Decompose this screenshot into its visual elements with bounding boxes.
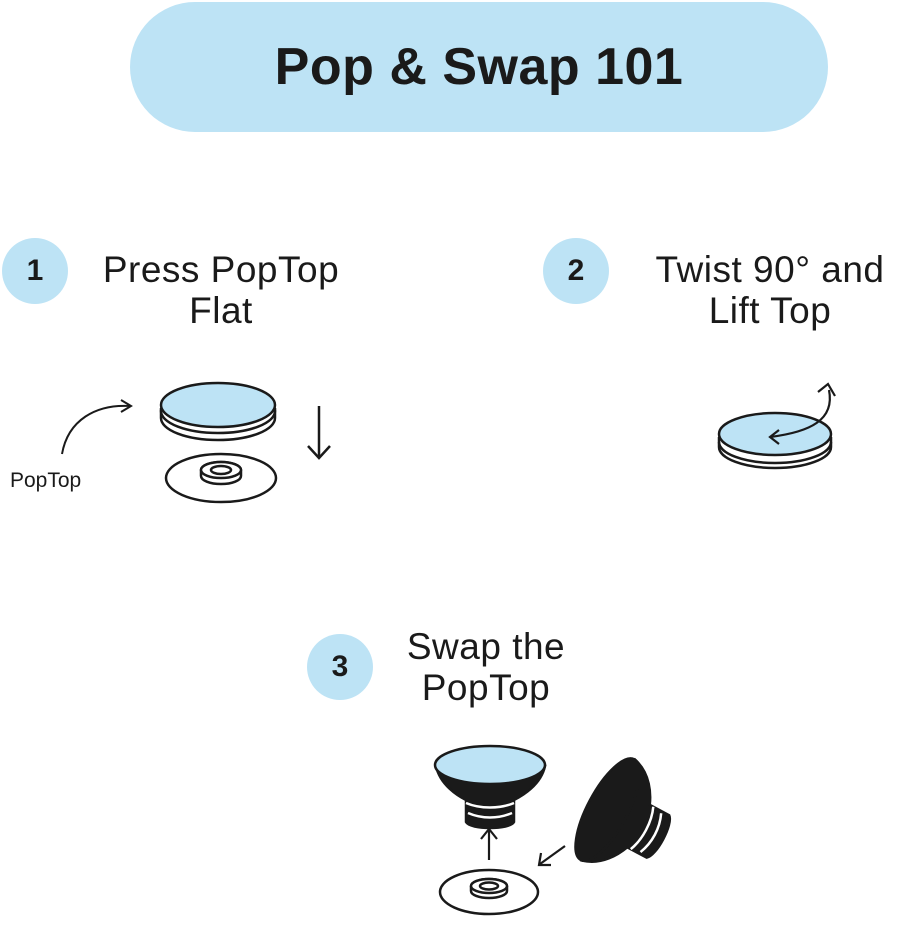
step-1-label: Press PopTop Flat (80, 249, 362, 331)
step-2-number: 2 (567, 254, 585, 287)
step-2-label-line-1: Twist 90° and (655, 249, 885, 290)
curved-arrow-icon (61, 399, 133, 455)
poptop-annotation-label: PopTop (10, 469, 82, 492)
rotate-arrow-icon (768, 382, 836, 445)
step-1-number-badge: 1 (2, 238, 68, 304)
step-1-label-line-2: Flat (189, 290, 253, 331)
down-arrow-icon (307, 406, 331, 460)
step-2-label: Twist 90° and Lift Top (628, 249, 910, 331)
step-3-poptop-blue-illustration (433, 744, 547, 830)
step-3-poptop-black-illustration (574, 757, 672, 863)
step-2-label-line-2: Lift Top (708, 290, 832, 331)
step-2-number-badge: 2 (543, 238, 609, 304)
step-3-label-line-1: Swap the (406, 626, 566, 667)
up-arrow-icon (480, 827, 498, 860)
step-1-poptop-flat-illustration (159, 381, 278, 504)
step-3-base-illustration (438, 868, 540, 916)
title-banner: Pop & Swap 101 (130, 2, 828, 132)
diagonal-arrow-icon (537, 845, 566, 867)
step-1-label-line-1: Press PopTop (102, 249, 340, 290)
step-3-label-line-2: PopTop (421, 667, 551, 708)
step-3-number: 3 (331, 650, 349, 683)
step-3-number-badge: 3 (307, 634, 373, 700)
step-3-label: Swap the PopTop (384, 626, 588, 708)
page-title: Pop & Swap 101 (274, 38, 684, 96)
step-1-number: 1 (26, 254, 44, 287)
